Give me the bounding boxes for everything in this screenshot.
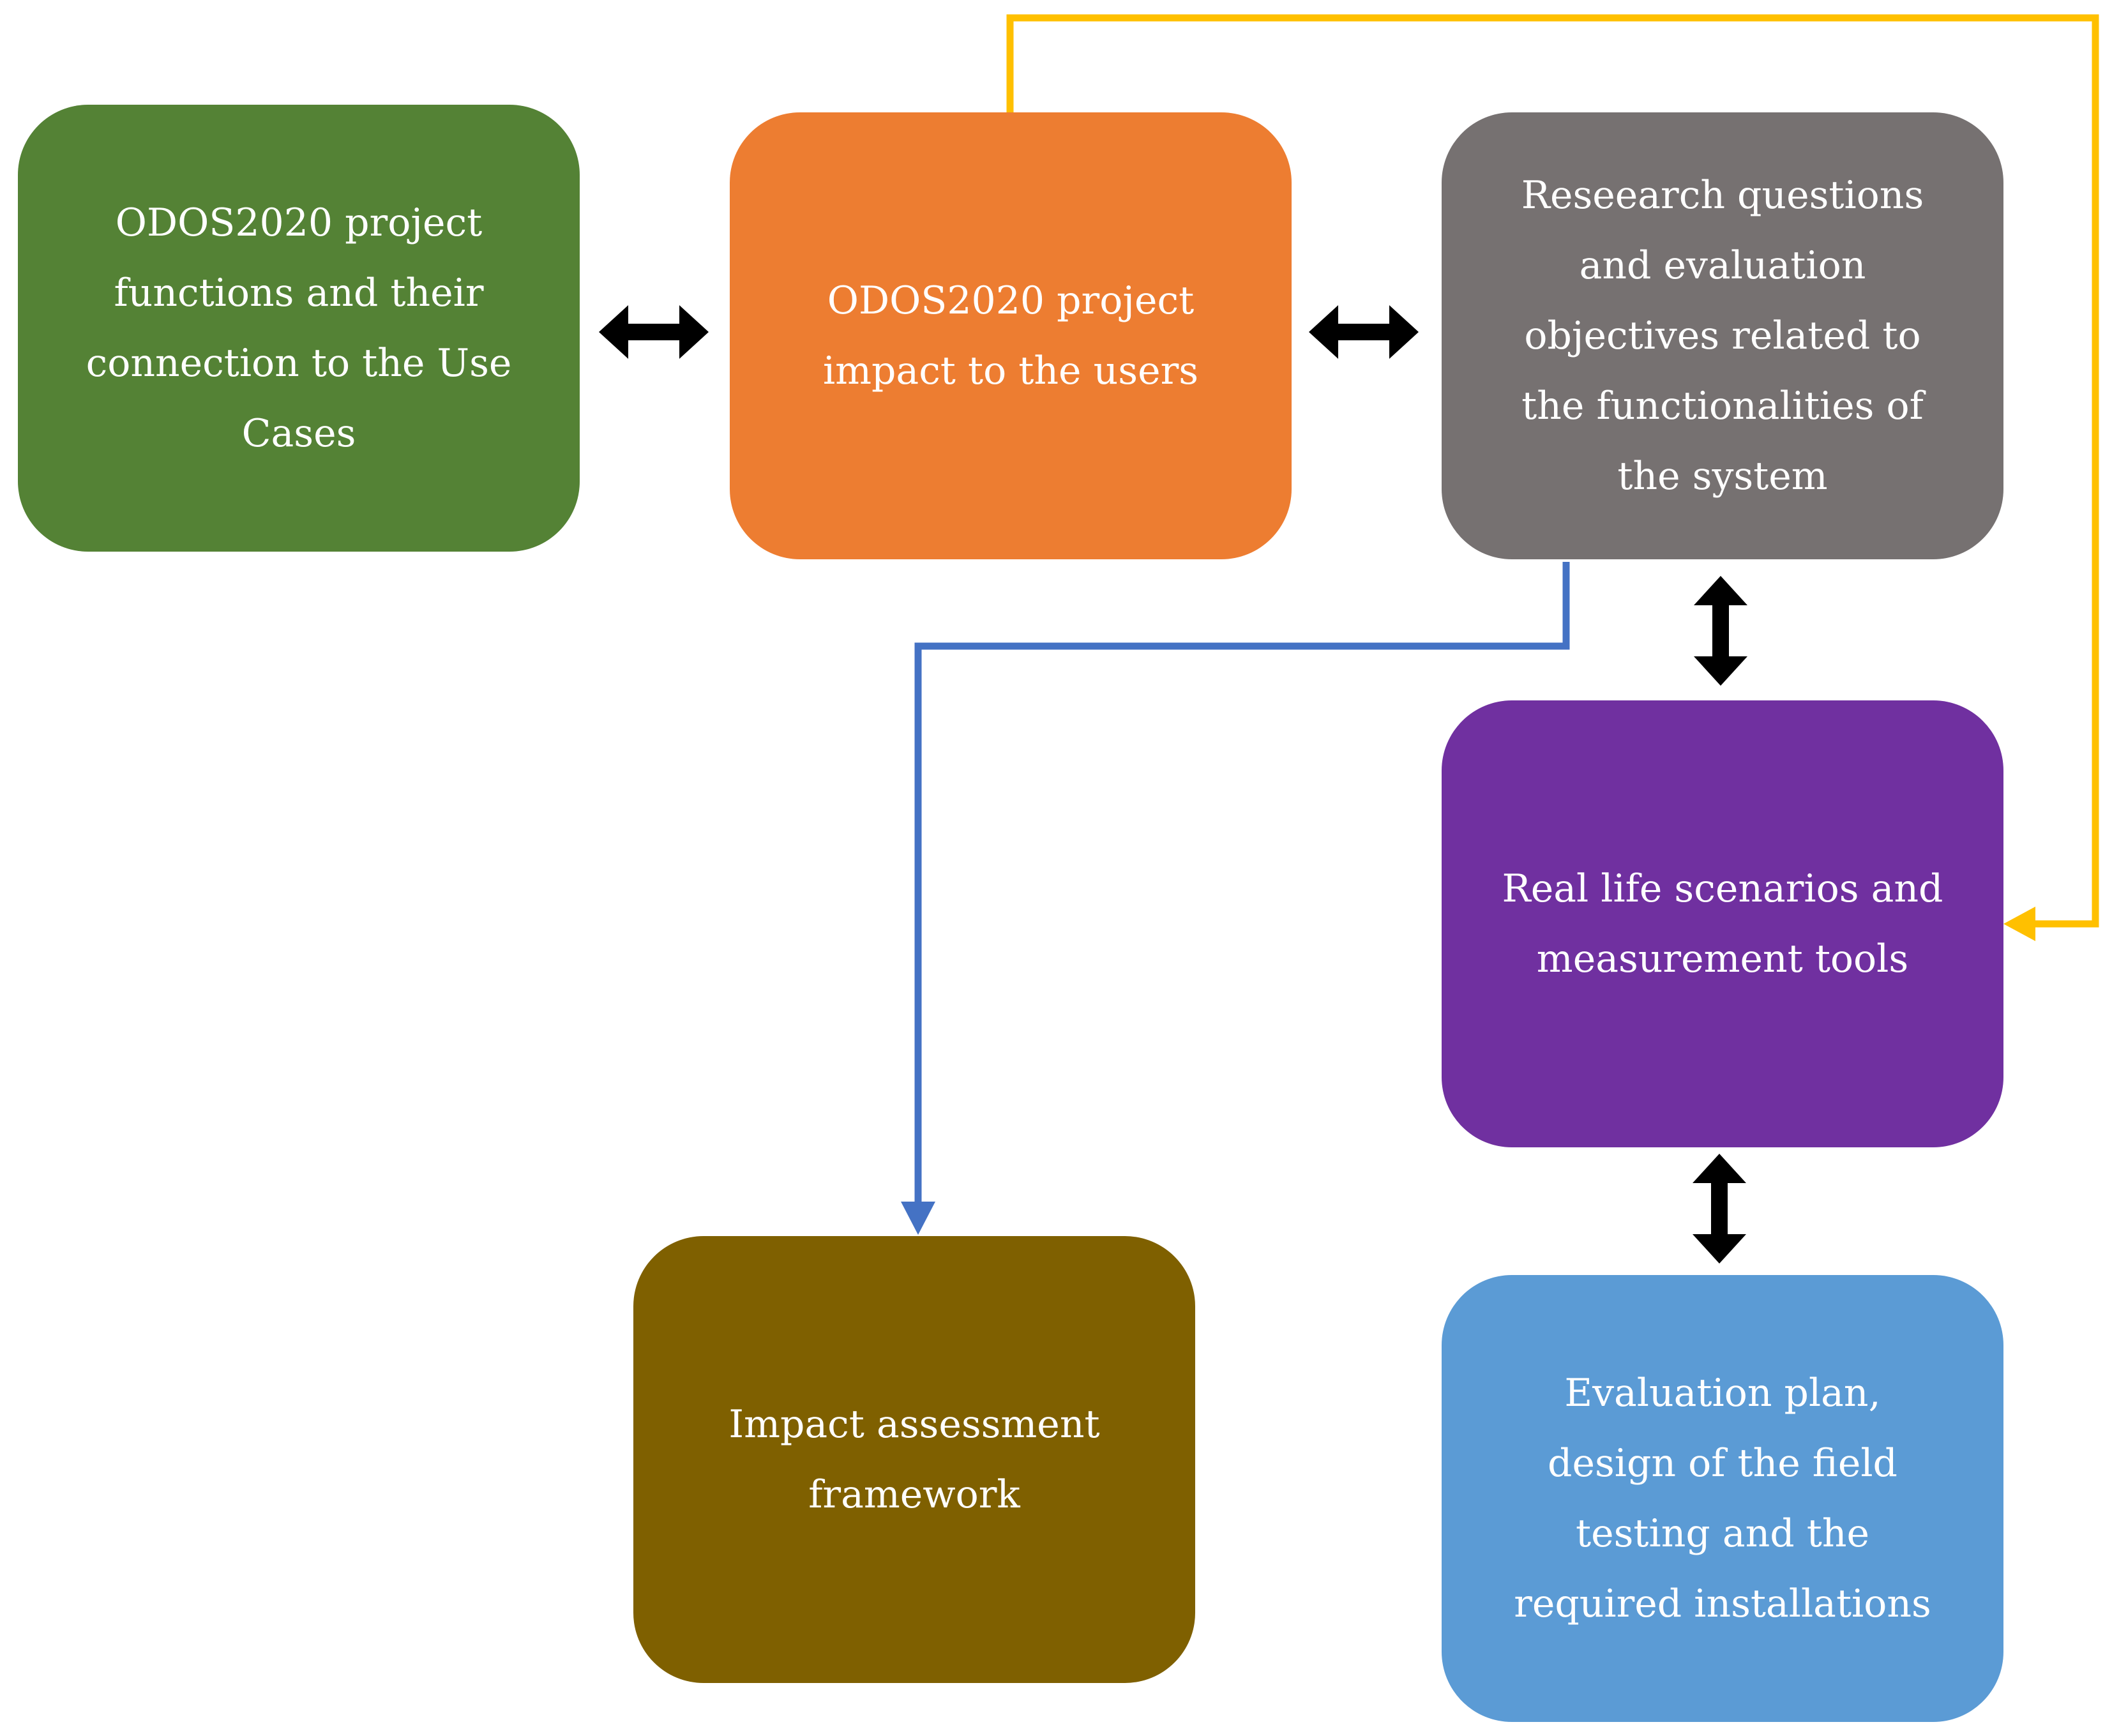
connector-blue-line xyxy=(914,562,1570,1205)
box-impact-assessment-framework: Impact assessment framework xyxy=(633,1236,1195,1683)
box-project-functions-label: ODOS2020 project functions and their con… xyxy=(86,200,512,456)
box-impact-to-users-label: ODOS2020 project impact to the users xyxy=(822,278,1199,393)
connector-yellow-line xyxy=(1006,14,2099,928)
box-research-questions: Reseearch questions and evaluation objec… xyxy=(1442,112,2003,559)
double-arrow-research-scenarios xyxy=(1694,576,1747,686)
box-impact-assessment-framework-label: Impact assessment framework xyxy=(728,1402,1100,1517)
box-evaluation-plan: Evaluation plan, design of the field tes… xyxy=(1442,1275,2003,1722)
box-impact-to-users: ODOS2020 project impact to the users xyxy=(730,112,1292,559)
connector-yellow-arrowhead xyxy=(2003,907,2035,941)
box-real-life-scenarios: Real life scenarios and measurement tool… xyxy=(1442,700,2003,1147)
double-arrow-scenarios-evaluation xyxy=(1693,1154,1746,1264)
box-real-life-scenarios-label: Real life scenarios and measurement tool… xyxy=(1502,866,1943,981)
double-arrow-impact-research xyxy=(1309,305,1419,359)
box-project-functions: ODOS2020 project functions and their con… xyxy=(18,105,580,552)
double-arrow-functions-impact xyxy=(599,305,709,359)
box-evaluation-plan-label: Evaluation plan, design of the field tes… xyxy=(1514,1371,1931,1626)
connector-blue-arrowhead xyxy=(901,1202,935,1235)
box-research-questions-label: Reseearch questions and evaluation objec… xyxy=(1521,173,1924,499)
